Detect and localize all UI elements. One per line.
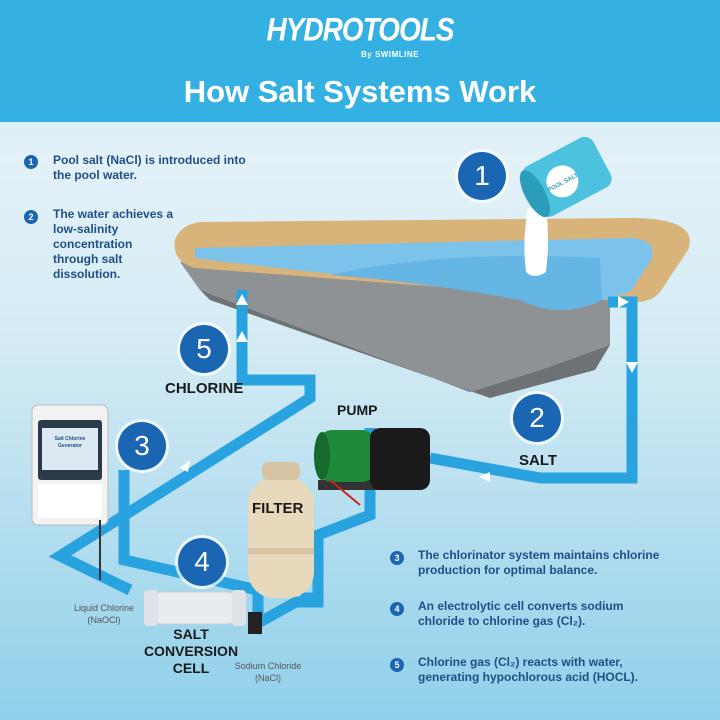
- step-badge-2: 2: [513, 394, 561, 442]
- brand-sub-logo: By SWIMLINE: [361, 50, 419, 59]
- note-num-5: 5: [390, 658, 404, 672]
- label-cell-line-2: CONVERSION: [143, 643, 239, 659]
- step-badge-1: 1: [458, 152, 506, 200]
- chlorinator-controller: Salt Chlorine Generator: [31, 404, 109, 580]
- filter-cap: [262, 462, 300, 480]
- pump-motor: [318, 430, 376, 482]
- pipe-filter-to-cell: [257, 560, 324, 627]
- label-filter: FILTER: [252, 500, 304, 517]
- note-4-text: An electrolytic cell converts sodium chl…: [418, 599, 624, 628]
- filter-band: [248, 548, 314, 554]
- arrow-up-3: [180, 460, 190, 472]
- note-1-text: Pool salt (NaCl) is introduced into the …: [53, 153, 246, 182]
- controller-title-1: Salt Chlorine: [55, 436, 86, 442]
- salt-conversion-cell: [144, 590, 262, 634]
- arrow-down: [626, 362, 638, 373]
- salt-bag-logo: [546, 165, 579, 198]
- label-cell-line-1: SALT: [173, 626, 209, 642]
- arrow-right: [618, 296, 629, 308]
- cell-cap: [248, 612, 262, 634]
- cell-collar-left: [144, 590, 158, 626]
- note-num-4: 4: [390, 602, 404, 616]
- pump-base: [318, 480, 388, 490]
- controller-panel: [42, 428, 98, 470]
- note-num-3: 3: [390, 551, 404, 565]
- label-cell-line-3: CELL: [172, 660, 210, 676]
- label-salt: SALT: [519, 452, 558, 469]
- note-num-1: 1: [24, 155, 38, 169]
- label-sodium-chloride-1: Sodium Chloride: [234, 661, 302, 671]
- step-badge-4: 4: [178, 538, 226, 586]
- label-pump: PUMP: [337, 402, 378, 418]
- note-num-2: 2: [24, 210, 38, 224]
- label-chlorine: CHLORINE: [165, 380, 244, 397]
- note-3-text: The chlorinator system maintains chlorin…: [418, 548, 660, 577]
- controller-title-2: Generator: [58, 443, 82, 449]
- pump: [314, 428, 430, 506]
- label-liquid-chlorine-2: (NaOCl): [87, 615, 121, 625]
- arrow-up: [236, 294, 248, 305]
- note-5-text: Chlorine gas (Cl₂) reacts with water, ge…: [418, 655, 639, 684]
- note-2-text: The water achieves a low-salinity concen…: [53, 207, 174, 281]
- step-badge-3: 3: [118, 422, 166, 470]
- step-badge-5: 5: [180, 325, 228, 373]
- filter: [248, 462, 314, 598]
- cell-body: [149, 591, 241, 625]
- page-title: How Salt Systems Work: [183, 74, 537, 109]
- salt-stream: [524, 208, 548, 276]
- arrow-left: [479, 472, 490, 482]
- cell-collar-right: [232, 590, 246, 626]
- salt-bag-opening: [519, 170, 550, 218]
- pool: [174, 218, 690, 398]
- pump-housing: [370, 428, 430, 490]
- label-sodium-chloride: Sodium Chloride (NaCl): [226, 660, 310, 684]
- pipe-return-chlorine: [48, 290, 316, 595]
- pump-end: [314, 432, 330, 480]
- controller-lower: [38, 484, 102, 518]
- label-liquid-chlorine: Liquid Chlorine (NaOCl): [62, 602, 146, 626]
- label-salt-conversion-cell: SALT CONVERSION CELL: [136, 626, 246, 677]
- pump-cable: [329, 479, 361, 506]
- filter-body: [248, 478, 314, 598]
- brand-logo: HYDROTOOLS: [266, 11, 454, 48]
- label-sodium-chloride-2: (NaCl): [255, 673, 281, 683]
- arrow-up-2: [236, 331, 248, 342]
- salt-bag: POOL SALT: [519, 136, 612, 276]
- header-banner: [0, 0, 720, 122]
- label-liquid-chlorine-1: Liquid Chlorine: [73, 603, 135, 613]
